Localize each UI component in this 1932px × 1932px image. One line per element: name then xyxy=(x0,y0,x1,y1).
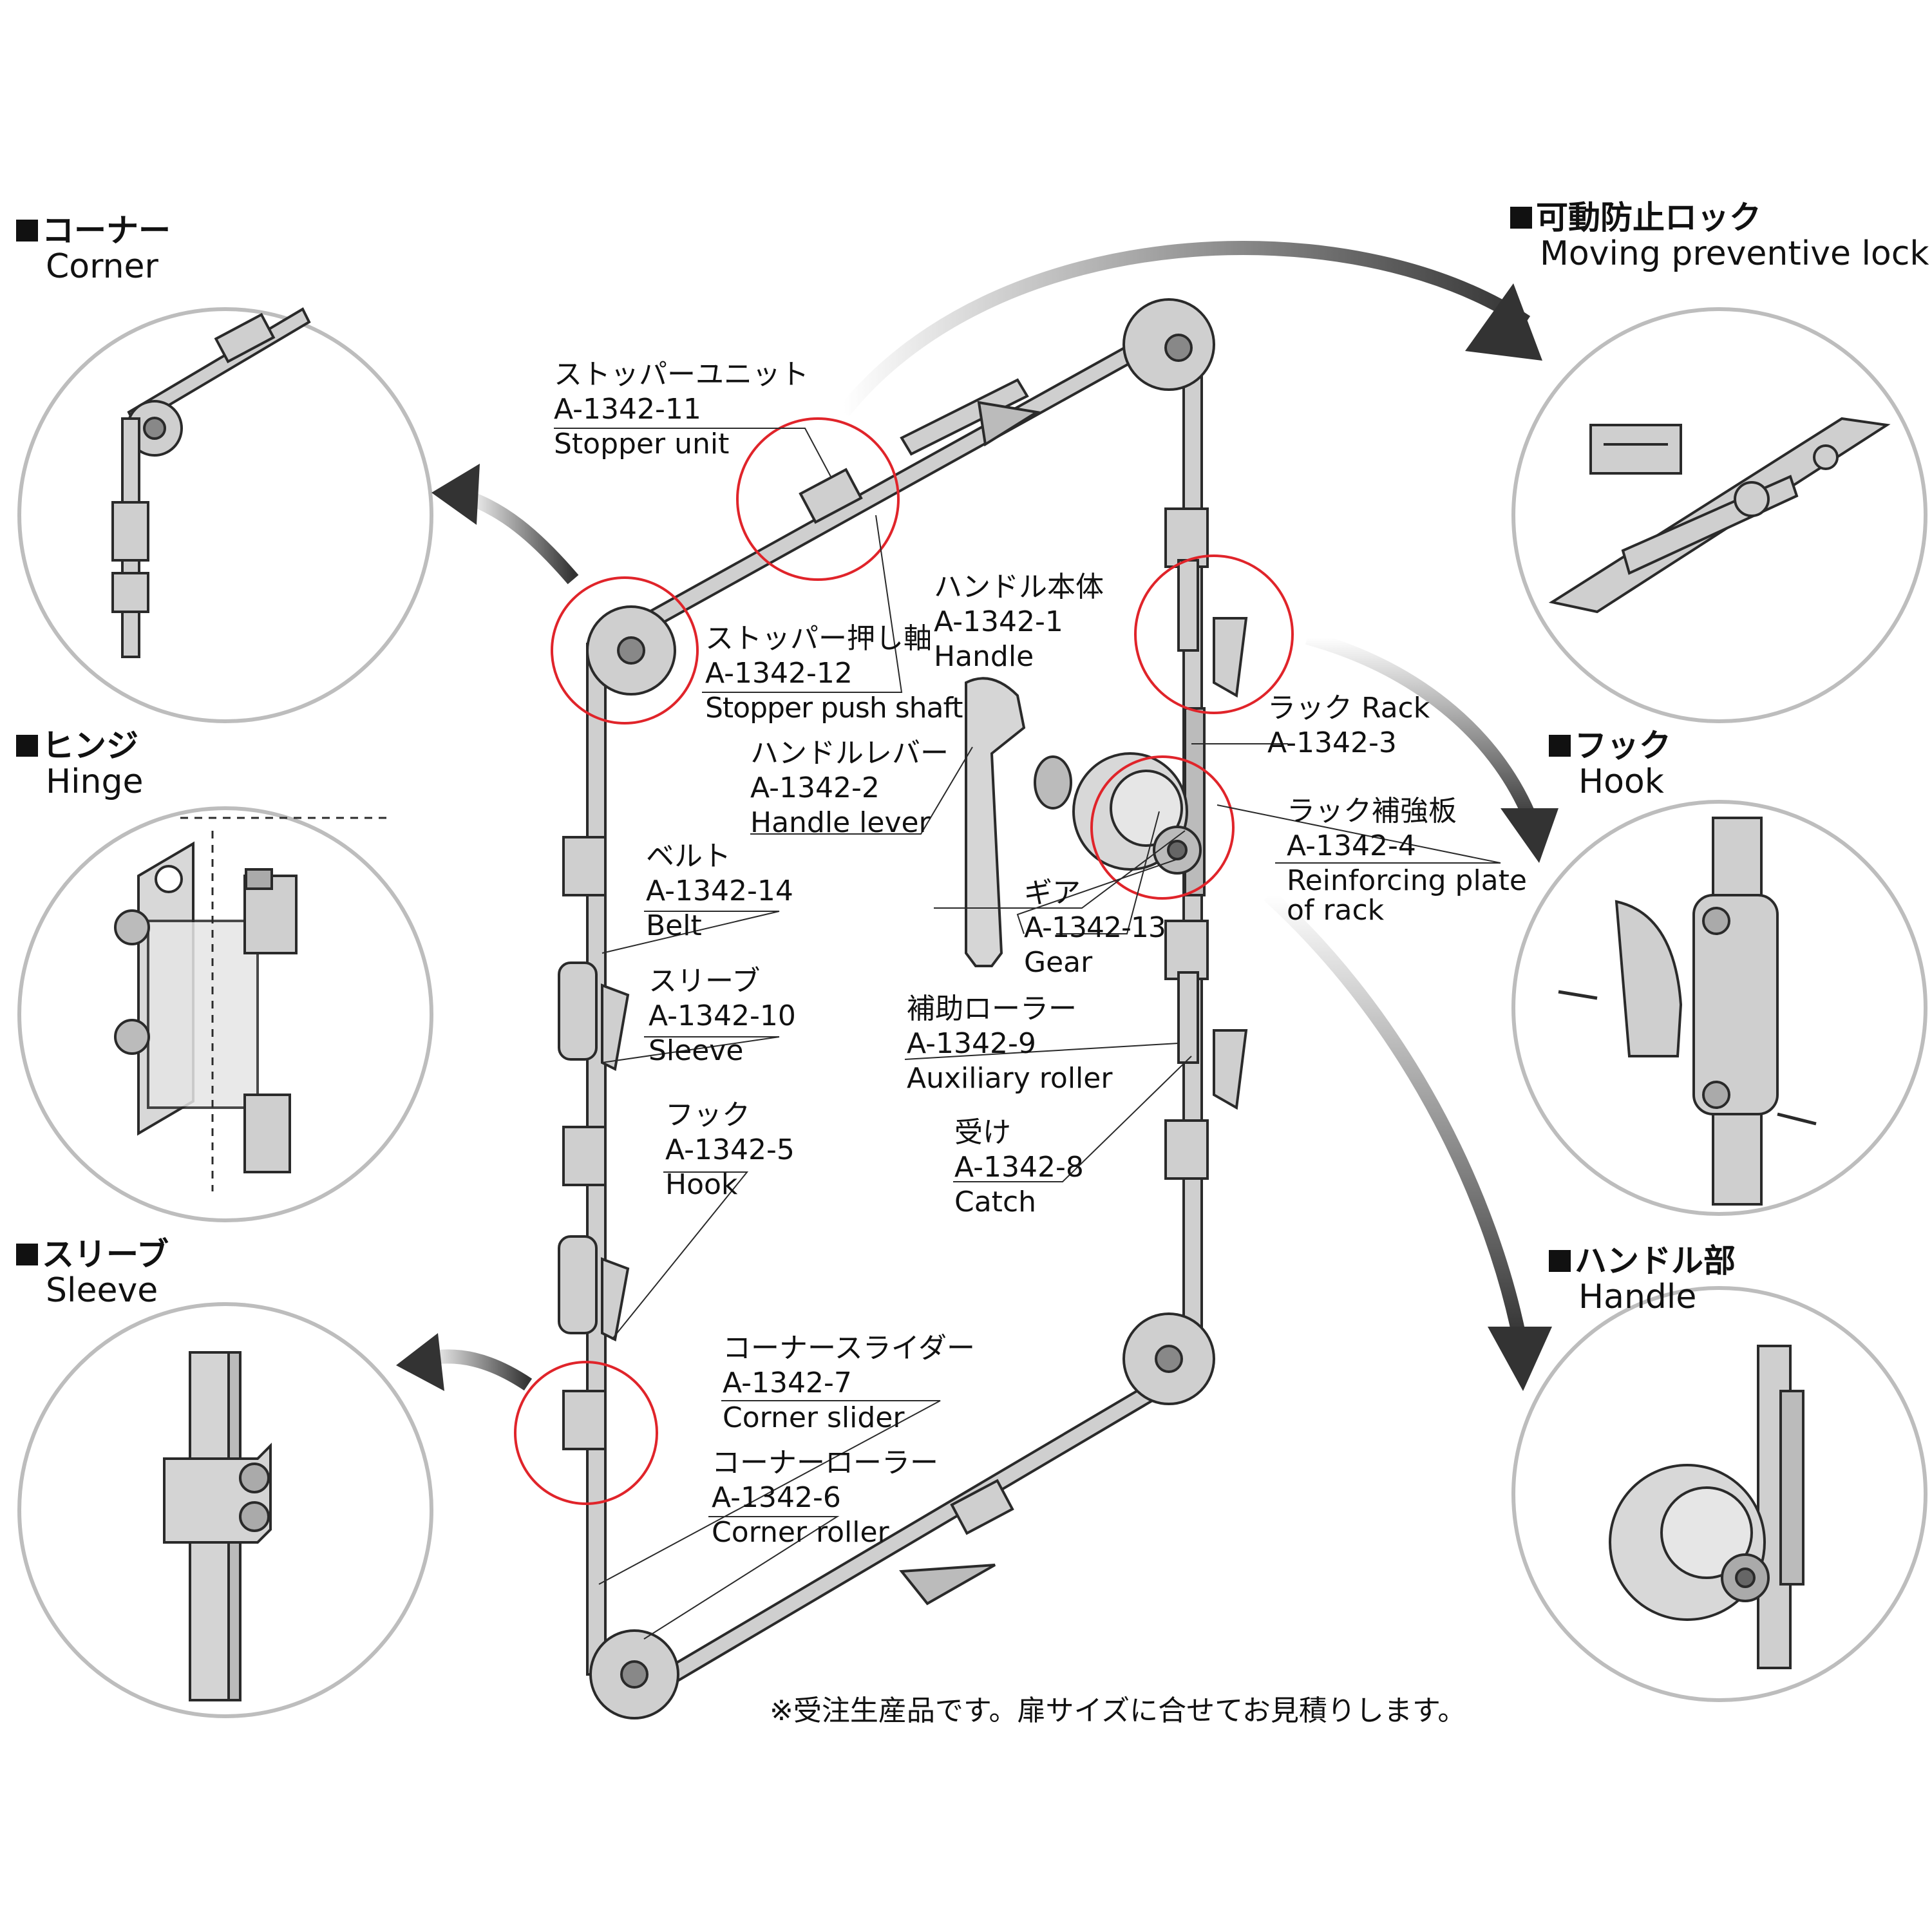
label-gear: ギア A-1342-13 Gear xyxy=(1024,876,1166,979)
handle-detail-illustration xyxy=(1609,1345,1804,1669)
label-stopper-unit: ストッパーユニット A-1342-11 Stopper unit xyxy=(554,358,809,460)
highlight-handle xyxy=(1090,755,1235,900)
section-sleeve-title: スリーブ Sleeve xyxy=(16,1236,169,1309)
arrow-to-hook xyxy=(1305,630,1540,827)
stopper-fin-top xyxy=(977,401,1041,447)
corner-slider-right-2 xyxy=(1164,920,1209,980)
left-hook-lower xyxy=(558,1235,630,1341)
arrow-to-lock xyxy=(838,240,1531,417)
highlight-corner xyxy=(551,576,699,724)
handle-lever xyxy=(965,677,1026,967)
right-hook-upper xyxy=(1177,559,1248,698)
section-arrows xyxy=(396,240,1558,1391)
label-belt: ベルト A-1342-14 Belt xyxy=(646,840,793,942)
corner-slider-left-3 xyxy=(562,1390,607,1450)
corner-slider-left-1 xyxy=(562,836,607,896)
square-bullet-icon xyxy=(1510,207,1532,229)
label-rack: ラック Rack A-1342-3 xyxy=(1267,692,1430,759)
section-hinge-title: ヒンジ Hinge xyxy=(16,728,144,800)
square-bullet-icon xyxy=(16,1244,38,1265)
stopper-slot-plate xyxy=(900,378,1029,456)
square-bullet-icon xyxy=(16,220,38,242)
arrow-to-corner xyxy=(461,489,579,585)
square-bullet-icon xyxy=(16,735,38,757)
bottom-slider-block xyxy=(950,1479,1014,1535)
hinge-detail-illustration xyxy=(114,817,386,1191)
arrow-to-sleeve-head xyxy=(396,1333,444,1391)
corner-roller-bottom-left xyxy=(589,1629,679,1719)
arrow-to-corner-head xyxy=(431,464,480,525)
highlight-circles xyxy=(514,417,1294,1505)
section-corner-title: コーナー Corner xyxy=(16,213,171,285)
label-corner-slider: コーナースライダー A-1342-7 Corner slider xyxy=(723,1332,976,1434)
square-bullet-icon xyxy=(1549,735,1571,757)
corner-roller-top-left xyxy=(586,605,676,696)
section-hook-title: フック Hook xyxy=(1549,728,1671,800)
label-handle-body: ハンドル本体 A-1342-1 Handle xyxy=(934,571,1104,673)
corner-detail-illustration xyxy=(111,307,311,658)
order-note: ※受注生産品です。扉サイズに合せてお見積りします。 xyxy=(770,1694,1466,1727)
corner-slider-right-3 xyxy=(1164,1119,1209,1180)
label-corner-roller: コーナーローラー A-1342-6 Corner roller xyxy=(712,1446,938,1549)
hook-detail-illustration xyxy=(1558,817,1817,1206)
highlight-stopper xyxy=(736,417,900,581)
highlight-hook xyxy=(1134,554,1294,714)
label-stopper-push-shaft: ストッパー押し軸 A-1342-12 Stopper push shaft xyxy=(705,622,963,724)
label-hook: フック A-1342-5 Hook xyxy=(665,1099,795,1201)
handle-lever-hub xyxy=(1034,755,1072,810)
lock-detail-illustration xyxy=(1548,417,1891,614)
bottom-fin xyxy=(899,1564,996,1605)
left-hook-upper xyxy=(558,961,630,1071)
label-sleeve: スリーブ A-1342-10 Sleeve xyxy=(649,965,796,1067)
label-catch: 受け A-1342-8 Catch xyxy=(954,1116,1084,1218)
sleeve-detail-illustration xyxy=(163,1351,272,1701)
corner-roller-top-right xyxy=(1122,298,1215,391)
corner-slider-left-2 xyxy=(562,1126,607,1186)
label-auxiliary-roller: 補助ローラー A-1342-9 Auxiliary roller xyxy=(907,992,1113,1095)
arrow-to-handle xyxy=(1264,889,1527,1341)
right-hook-lower xyxy=(1177,971,1248,1110)
label-rack-reinforcing-plate: ラック補強板 A-1342-4 Reinforcing plate of rac… xyxy=(1287,795,1527,927)
arrow-to-handle-head xyxy=(1488,1327,1552,1391)
leader-lines xyxy=(554,428,1501,1640)
corner-roller-bottom-right xyxy=(1122,1312,1215,1405)
section-lock-title: 可動防止ロック Moving preventive lock xyxy=(1510,200,1929,272)
gear xyxy=(1153,826,1202,875)
label-handle-lever: ハンドルレバー A-1342-2 Handle lever xyxy=(750,737,949,839)
square-bullet-icon xyxy=(1549,1250,1571,1272)
section-handle-title: ハンドル部 Handle xyxy=(1549,1243,1736,1315)
highlight-sleeve xyxy=(514,1361,658,1505)
stopper-unit-block xyxy=(799,468,863,524)
arrow-to-lock-head xyxy=(1465,283,1542,361)
arrow-to-hook-head xyxy=(1501,808,1558,863)
